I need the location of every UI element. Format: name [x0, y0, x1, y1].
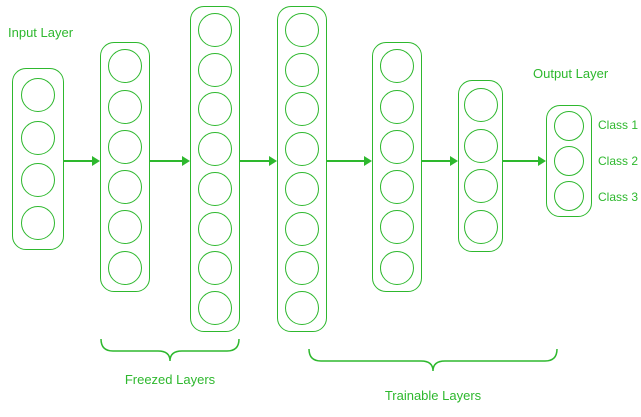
output-class-label: Class 2 — [598, 154, 639, 168]
flow-arrow-icon — [150, 156, 190, 166]
neuron-circle — [380, 250, 414, 285]
trainable-layers-label: Trainable Layers — [384, 388, 482, 403]
neuron-circle — [21, 77, 55, 112]
flow-arrow-icon — [503, 156, 546, 166]
output-class-label: Class 1 — [598, 118, 639, 132]
flow-arrow-icon — [64, 156, 100, 166]
neuron-circle — [285, 132, 319, 167]
freezed-layers-label: Freezed Layers — [124, 372, 216, 387]
neuron-circle — [108, 89, 142, 124]
output-layer — [546, 105, 592, 217]
input-layer-label: Input Layer — [8, 25, 74, 40]
neuron-circle — [380, 129, 414, 164]
neuron-circle — [108, 129, 142, 164]
neuron-circle — [21, 120, 55, 155]
trainable-hidden-layer-1 — [277, 6, 327, 332]
freezed-hidden-layer-1 — [100, 42, 150, 292]
neuron-circle — [108, 170, 142, 205]
neuron-circle — [285, 171, 319, 206]
freezed-hidden-layer-2 — [190, 6, 240, 332]
neuron-circle — [21, 206, 55, 241]
neuron-circle — [380, 89, 414, 124]
neuron-circle — [285, 52, 319, 87]
neuron-circle — [380, 49, 414, 84]
neuron-circle — [554, 146, 584, 176]
neuron-circle — [198, 211, 232, 246]
neuron-circle — [198, 291, 232, 326]
neuron-circle — [554, 181, 584, 211]
output-class-label: Class 3 — [598, 190, 639, 204]
neuron-circle — [21, 163, 55, 198]
neuron-circle — [463, 169, 498, 204]
neuron-circle — [108, 49, 142, 84]
neuron-circle — [285, 211, 319, 246]
freezed-layers-brace-icon — [100, 338, 240, 362]
input-layer — [12, 68, 64, 250]
neuron-circle — [463, 210, 498, 245]
neuron-circle — [554, 111, 584, 141]
neuron-circle — [198, 171, 232, 206]
neuron-circle — [285, 92, 319, 127]
flow-arrow-icon — [327, 156, 372, 166]
flow-arrow-icon — [422, 156, 458, 166]
neuron-circle — [463, 128, 498, 163]
trainable-hidden-layer-2 — [372, 42, 422, 292]
flow-arrow-icon — [240, 156, 277, 166]
neuron-circle — [285, 251, 319, 286]
neuron-circle — [198, 12, 232, 47]
neuron-circle — [380, 210, 414, 245]
neuron-circle — [198, 92, 232, 127]
neuron-circle — [198, 52, 232, 87]
neuron-circle — [108, 250, 142, 285]
neuron-circle — [108, 210, 142, 245]
neuron-circle — [285, 291, 319, 326]
neuron-circle — [198, 132, 232, 167]
neuron-circle — [380, 170, 414, 205]
trainable-layers-brace-icon — [308, 348, 558, 372]
neuron-circle — [285, 12, 319, 47]
neuron-circle — [463, 87, 498, 122]
output-layer-label: Output Layer — [533, 66, 609, 81]
neuron-circle — [198, 251, 232, 286]
trainable-hidden-layer-3 — [458, 80, 503, 252]
